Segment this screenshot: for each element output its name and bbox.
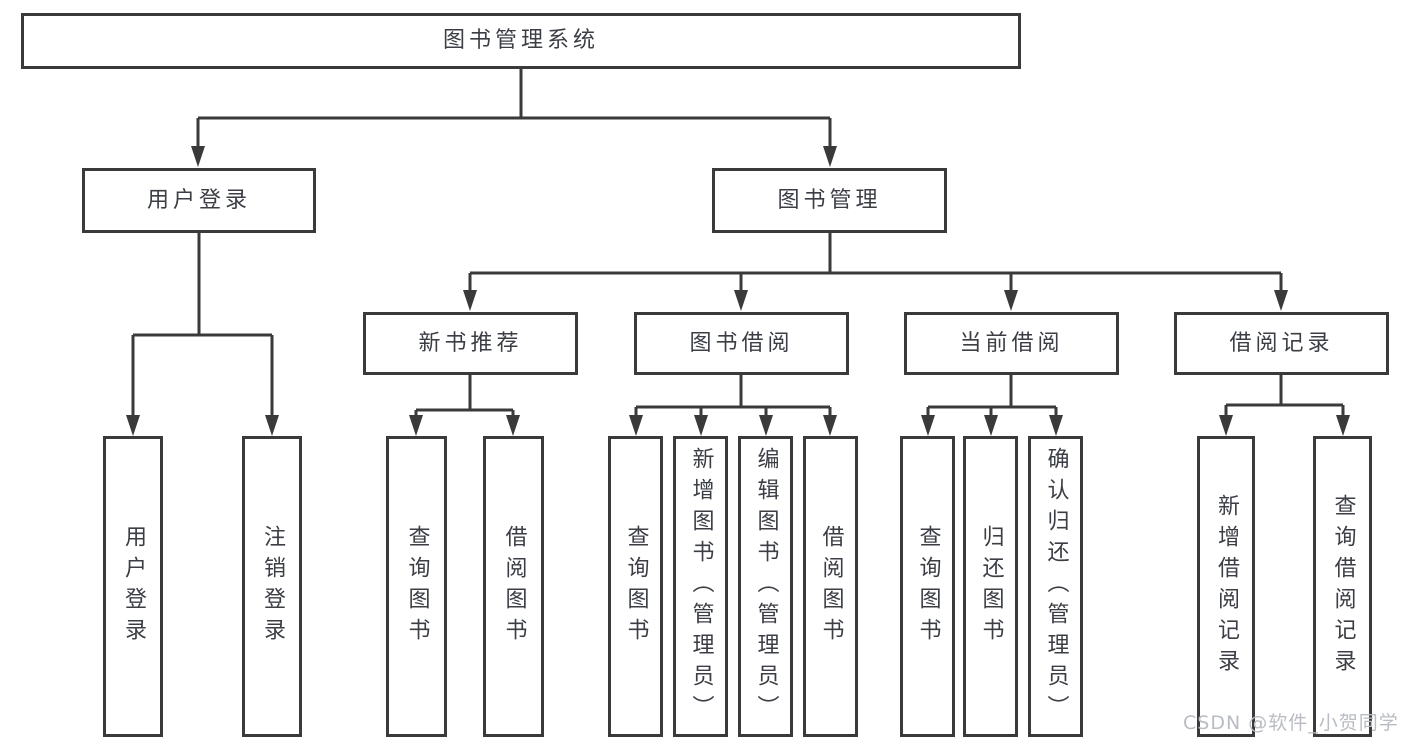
node-borrowing-records: 借阅记录 — [1174, 312, 1389, 375]
arrowhead — [1274, 290, 1288, 311]
arrowhead — [1004, 290, 1018, 311]
arrowhead — [409, 415, 423, 436]
csdn-watermark: CSDN @软件_小贺同学 — [1183, 712, 1399, 734]
leaf-borrow-query-books-label: 查询图书 — [623, 524, 649, 649]
arrowhead — [734, 290, 748, 311]
leaf-newbook-query-books-label: 查询图书 — [404, 524, 430, 649]
edge-currentborrow-to-leaves — [921, 375, 1063, 436]
leaf-current-return-books: 归还图书 — [963, 436, 1018, 737]
edge-bookborrow-to-leaves — [629, 375, 837, 436]
arrowhead — [984, 415, 998, 436]
arrowhead — [191, 146, 205, 167]
leaf-records-query-record-label: 查询借阅记录 — [1330, 493, 1356, 680]
arrowhead — [759, 415, 773, 436]
node-book-management-label: 图书管理 — [777, 187, 882, 213]
leaf-user-login-label: 用户登录 — [121, 524, 146, 649]
leaf-current-return-books-label: 归还图书 — [978, 524, 1004, 649]
leaf-current-query-books: 查询图书 — [900, 436, 955, 737]
edge-userlogin-to-leaves — [126, 233, 279, 436]
arrowhead — [1336, 415, 1350, 436]
node-root-label: 图书管理系统 — [442, 28, 599, 53]
arrowhead — [265, 415, 279, 436]
leaf-current-confirm-return-admin-label: 确认归还（管理员） — [1043, 447, 1069, 726]
edge-records-to-leaves — [1219, 375, 1350, 436]
arrowhead — [463, 290, 477, 311]
arrowhead — [629, 415, 643, 436]
arrowhead — [694, 415, 708, 436]
node-borrowing-records-label: 借阅记录 — [1229, 330, 1334, 356]
leaf-newbook-borrow-books-label: 借阅图书 — [501, 524, 527, 649]
leaf-current-query-books-label: 查询图书 — [915, 524, 941, 649]
leaf-records-query-record: 查询借阅记录 — [1313, 436, 1372, 737]
node-user-login: 用户登录 — [82, 168, 316, 233]
leaf-borrow-add-books-admin: 新增图书（管理员） — [673, 436, 728, 737]
leaf-records-add-record: 新增借阅记录 — [1197, 436, 1255, 737]
leaf-newbook-query-books: 查询图书 — [386, 436, 447, 737]
edge-newbook-to-leaves — [409, 375, 520, 436]
node-root: 图书管理系统 — [21, 13, 1021, 69]
leaf-borrow-borrow-books-label: 借阅图书 — [818, 524, 844, 649]
node-new-book-recommendation: 新书推荐 — [363, 312, 578, 375]
leaf-logout: 注销登录 — [242, 436, 302, 737]
leaf-borrow-add-books-admin-label: 新增图书（管理员） — [688, 447, 714, 726]
leaf-borrow-borrow-books: 借阅图书 — [803, 436, 858, 737]
node-book-management: 图书管理 — [712, 168, 947, 233]
leaf-current-confirm-return-admin: 确认归还（管理员） — [1028, 436, 1083, 737]
leaf-logout-label: 注销登录 — [260, 524, 285, 649]
arrowhead — [823, 146, 837, 167]
arrowhead — [126, 415, 140, 436]
node-book-borrowing-label: 图书借阅 — [689, 330, 794, 356]
node-user-login-label: 用户登录 — [146, 187, 251, 213]
node-current-borrowing-label: 当前借阅 — [959, 330, 1064, 356]
arrowhead — [506, 415, 520, 436]
edge-root-to-level2 — [191, 69, 837, 167]
node-current-borrowing: 当前借阅 — [904, 312, 1119, 375]
leaf-borrow-query-books: 查询图书 — [608, 436, 663, 737]
leaf-borrow-edit-books-admin: 编辑图书（管理员） — [738, 436, 793, 737]
leaf-user-login: 用户登录 — [103, 436, 163, 737]
arrowhead — [1219, 415, 1233, 436]
leaf-records-add-record-label: 新增借阅记录 — [1214, 493, 1239, 680]
leaf-borrow-edit-books-admin-label: 编辑图书（管理员） — [753, 447, 779, 726]
node-book-borrowing: 图书借阅 — [634, 312, 849, 375]
leaf-newbook-borrow-books: 借阅图书 — [483, 436, 544, 737]
node-new-book-recommendation-label: 新书推荐 — [418, 330, 523, 356]
edge-bookmgmt-to-level3 — [463, 233, 1288, 311]
arrowhead — [921, 415, 935, 436]
arrowhead — [1049, 415, 1063, 436]
arrowhead — [823, 415, 837, 436]
